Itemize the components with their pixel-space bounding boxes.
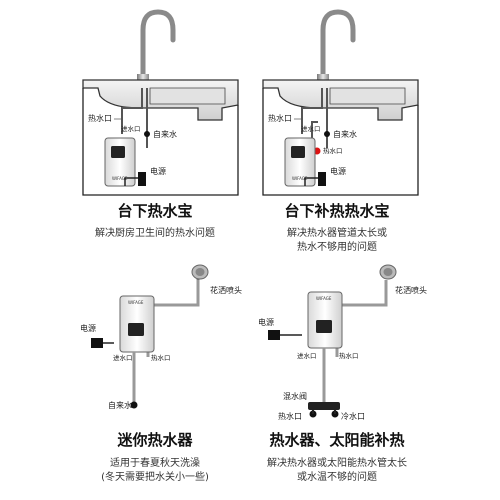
label-cold-inlet-2: 进水口 [301,124,321,133]
label-power-2: 电源 [330,166,346,176]
shower-face-3 [195,268,205,276]
heater-display-4 [316,320,332,333]
label-hot-outlet-4: 热水口 [339,351,359,360]
label-power-4: 电源 [258,317,274,327]
label-power-1: 电源 [150,166,166,176]
faucet-2 [320,9,356,85]
label-hot-outlet-1: 热水口 [88,113,112,123]
panel-3-title: 迷你热水器 [116,431,193,449]
heater-display-3 [128,323,144,336]
panel-4-title: 热水器、太阳能补热 [269,431,404,449]
faucet-base-1 [137,74,149,84]
pipe-hot-2 [301,88,323,134]
panel-1-title: 台下热水宝 [117,202,192,220]
label-mixer-4: 混水阀 [283,391,307,401]
label-tap-water-2: 自来水 [333,129,357,139]
label-power-3: 电源 [80,323,96,333]
sink-basin-2 [329,87,406,105]
panel-4: 花洒喷头 WIFAGE 电源 进水口 热水口 混水阀 热水口 冷水口 热水器、太… [258,264,427,483]
shower-hose-4 [335,280,388,357]
heater-brand-3: WIFAGE [128,300,144,305]
panel-1: WIFAGE 热水口 进水口 自来水 电源 台下热水宝 解决厨房卫生间的热水问题 [82,9,239,239]
pipe-in-2 [311,121,318,138]
power-plug-2 [318,172,326,186]
power-plug-4 [268,330,280,340]
label-hot-outlet-3: 热水口 [151,353,171,362]
shower-face-4 [383,268,393,276]
label-tap-water-1: 自来水 [153,129,177,139]
shower-hose-3 [146,280,200,357]
faucet-base-2 [317,74,329,84]
tap-water-point-1 [144,131,150,137]
label-shower-4: 花洒喷头 [395,285,427,295]
heater-display-1 [111,146,125,158]
label-cold-side-4: 冷水口 [341,411,365,421]
mixer-valve-4 [308,402,340,410]
panel-4-desc-line-2: 或水温不够的问题 [297,470,377,483]
label-tap-water-3: 自来水 [108,400,132,410]
power-plug-3 [91,338,103,348]
panel-1-desc-line-1: 解决厨房卫生间的热水问题 [95,226,215,239]
cabinet-1 [82,88,239,196]
panel-3-desc-line-2: (冬天需要把水关小一些) [101,470,209,483]
panel-2-title: 台下补热热水宝 [284,202,389,220]
heater-display-2 [291,146,305,158]
heater-brand-4: WIFAGE [316,296,332,301]
panel-2-desc-line-1: 解决热水器管道太长或 [287,226,387,239]
label-cold-inlet-3: 进水口 [113,353,133,362]
panel-2: WIFAGE 热水口 进水口 自来水 热水口 电源 台下补热热水宝 解决热水器管… [262,9,419,253]
faucet-1 [140,9,176,85]
label-hot-side-4: 热水口 [278,411,302,421]
panel-3-desc-line-1: 适用于春夏秋天洗澡 [110,456,200,469]
cabinet-2 [262,88,419,196]
pipe-hot-1 [121,88,143,134]
label-cold-inlet-4: 进水口 [297,351,317,360]
label-shower-3: 花洒喷头 [210,285,242,295]
sink-basin-1 [149,87,226,105]
power-plug-1 [138,172,146,186]
panel-3: 花洒喷头 WIFAGE 电源 进水口 热水口 自来水 迷你热水器 适用于春夏秋天… [80,264,242,483]
tap-water-point-2 [324,131,330,137]
label-cold-inlet-1: 进水口 [121,124,141,133]
label-hot-outlet-2: 热水口 [268,113,292,123]
tap-water-point-3 [130,401,138,409]
heater-brand-1: WIFAGE [112,176,128,181]
label-hot-in-2: 热水口 [323,146,343,155]
panel-2-desc-line-2: 热水不够用的问题 [297,240,377,253]
heater-brand-2: WIFAGE [292,176,308,181]
panel-4-desc-line-1: 解决热水器或太阳能热水管太长 [267,456,407,469]
